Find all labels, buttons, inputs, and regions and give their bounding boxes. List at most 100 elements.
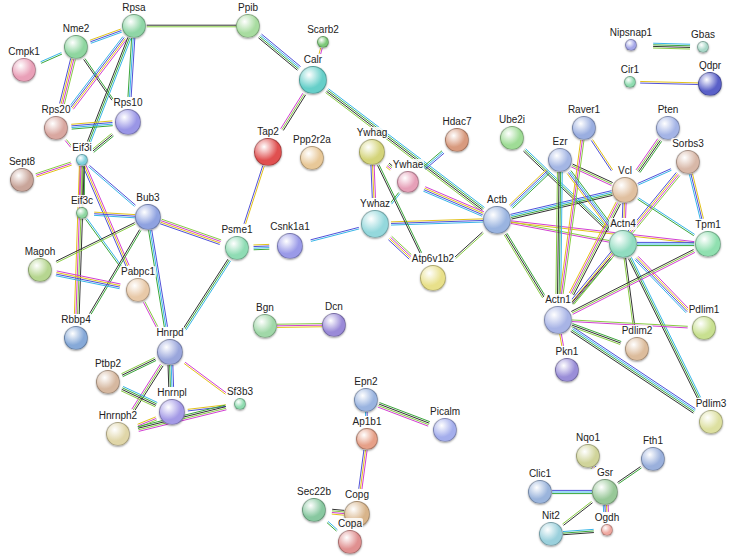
interaction-edge [563, 501, 593, 525]
protein-node: Dcn [322, 301, 346, 337]
node-sphere [322, 313, 346, 337]
evidence-line [85, 59, 113, 100]
protein-node: Vcl [612, 165, 638, 203]
evidence-line [637, 242, 694, 243]
node-sphere [236, 14, 260, 38]
node-sphere [676, 150, 700, 174]
protein-label: Clic1 [528, 468, 552, 480]
evidence-line [41, 54, 62, 63]
evidence-line [604, 505, 605, 512]
protein-label: Pabpc1 [120, 266, 156, 278]
evidence-line [160, 224, 219, 245]
interaction-edge [455, 232, 484, 258]
evidence-line [147, 25, 236, 26]
protein-node: Pdlim2 [621, 325, 654, 361]
interaction-edge [36, 162, 72, 177]
evidence-line [89, 165, 135, 205]
evidence-line [424, 152, 443, 168]
protein-label: Psme1 [220, 224, 253, 236]
evidence-line [162, 219, 221, 240]
node-sphere [612, 177, 638, 203]
interaction-edge [94, 212, 135, 218]
interaction-edge [86, 219, 121, 267]
evidence-line [455, 232, 483, 257]
evidence-line [332, 514, 344, 515]
protein-node: Ube2i [498, 114, 526, 150]
evidence-line [72, 126, 113, 129]
protein-node: Actn1 [544, 294, 572, 334]
protein-node: Picalm [429, 406, 461, 442]
evidence-line [121, 358, 154, 374]
evidence-line [640, 141, 662, 172]
node-sphere [28, 258, 52, 282]
protein-label: Actn4 [609, 218, 637, 230]
node-sphere [115, 109, 141, 135]
evidence-line [188, 406, 226, 410]
evidence-line [571, 250, 693, 312]
evidence-line [185, 260, 230, 329]
node-sphere [601, 524, 613, 536]
protein-node: Ap1b1 [352, 416, 383, 450]
evidence-line [625, 203, 627, 218]
evidence-line [36, 164, 71, 176]
interaction-edge [281, 93, 306, 130]
evidence-line [56, 223, 135, 262]
protein-node: Ywhag [356, 127, 389, 165]
evidence-line [282, 94, 304, 130]
evidence-line [637, 140, 659, 171]
evidence-line [332, 511, 344, 512]
interaction-edge [563, 529, 594, 534]
node-sphere [695, 231, 721, 257]
evidence-line [168, 365, 170, 387]
evidence-line [510, 191, 611, 215]
node-sphere [354, 388, 378, 412]
evidence-line [143, 302, 156, 327]
node-sphere [624, 76, 636, 88]
evidence-line [638, 170, 671, 185]
protein-label: Hnrnpl [156, 387, 187, 399]
evidence-line [326, 93, 482, 212]
evidence-line [122, 389, 156, 405]
protein-node: Cmpk1 [7, 46, 41, 82]
node-sphere [397, 171, 419, 193]
node-sphere [317, 36, 329, 48]
evidence-line [558, 172, 560, 294]
protein-label: Sf3b3 [226, 386, 254, 398]
interaction-edge [638, 169, 672, 185]
node-sphere [254, 138, 282, 166]
protein-node: Psme1 [220, 224, 253, 260]
evidence-line [94, 215, 135, 217]
evidence-line [185, 362, 226, 393]
protein-label: Nme2 [62, 23, 91, 35]
node-sphere [302, 498, 326, 522]
evidence-line [254, 247, 270, 249]
interaction-edge [326, 89, 485, 212]
protein-label: Bgn [255, 302, 275, 314]
node-sphere [106, 422, 130, 446]
evidence-line [91, 32, 122, 43]
protein-node: Ogdh [594, 512, 620, 536]
protein-label: Ube2i [498, 114, 526, 126]
evidence-line [456, 233, 484, 258]
node-sphere [572, 116, 596, 140]
interaction-edge [74, 166, 84, 314]
protein-label: Csnk1a1 [269, 221, 310, 233]
protein-node: Bgn [253, 302, 277, 338]
evidence-line [277, 323, 322, 325]
interaction-edge [258, 34, 300, 70]
evidence-line [327, 91, 483, 210]
evidence-line [327, 90, 483, 209]
interaction-edge [423, 187, 484, 216]
protein-label: Ptbp2 [94, 358, 122, 370]
evidence-line [512, 172, 549, 207]
interaction-edge [653, 43, 690, 49]
evidence-line [552, 490, 592, 491]
protein-node: Magoh [24, 246, 57, 282]
interaction-edge [552, 490, 592, 493]
evidence-line [507, 233, 545, 296]
evidence-line [592, 467, 593, 468]
evidence-line [638, 169, 671, 184]
evidence-line [572, 251, 694, 313]
evidence-line [637, 244, 694, 245]
